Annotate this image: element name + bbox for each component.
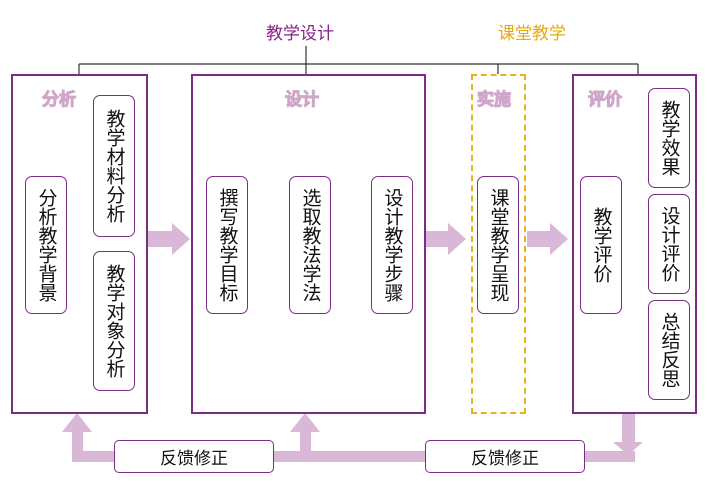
stage-implement-title: 实施 — [477, 90, 512, 111]
choose-methods-text: 选取教法学法 — [299, 188, 322, 302]
teaching-effect-box: 教学效果 — [648, 88, 690, 188]
classroom-presentation-text: 课堂教学呈现 — [487, 188, 510, 302]
material-analysis-text: 教学材料分析 — [103, 109, 126, 223]
learner-analysis-box: 教学对象分析 — [93, 251, 135, 391]
feedback-right-text: 反馈修正 — [471, 449, 539, 469]
write-objectives-text: 撰写教学目标 — [216, 188, 239, 302]
arrow-analysis-to-design — [148, 223, 190, 255]
material-analysis-box: 教学材料分析 — [93, 95, 135, 237]
teaching-effect-text: 教学效果 — [658, 100, 681, 176]
teaching-evaluation-text: 教学评价 — [590, 207, 613, 283]
feedback-up-arrow-mid — [290, 413, 320, 432]
analyze-background-box: 分析教学背景 — [25, 176, 67, 314]
classroom-presentation-box: 课堂教学呈现 — [477, 176, 519, 314]
analyze-background-text: 分析教学背景 — [35, 188, 58, 302]
stage-analysis-title: 分析 — [42, 90, 77, 111]
feedback-left-text: 反馈修正 — [160, 449, 228, 469]
feedback-loop — [62, 413, 643, 462]
summary-reflection-text: 总结反思 — [658, 312, 681, 388]
classroom-teaching-label: 课堂教学 — [498, 24, 566, 44]
top-bracket — [78, 46, 639, 74]
stage-evaluate-title: 评价 — [588, 90, 623, 111]
summary-reflection-box: 总结反思 — [648, 300, 690, 400]
arrow-implement-to-evaluate — [527, 223, 568, 255]
learner-analysis-text: 教学对象分析 — [103, 264, 126, 378]
design-steps-box: 设计教学步骤 — [371, 176, 413, 314]
design-evaluation-text: 设计评价 — [658, 206, 681, 282]
design-steps-text: 设计教学步骤 — [381, 188, 404, 302]
feedback-down-arrow-right — [613, 442, 643, 455]
feedback-up-arrow-left — [62, 413, 92, 432]
choose-methods-box: 选取教法学法 — [289, 176, 331, 314]
design-evaluation-box: 设计评价 — [648, 194, 690, 294]
write-objectives-box: 撰写教学目标 — [206, 176, 248, 314]
teaching-evaluation-box: 教学评价 — [580, 176, 622, 314]
stage-design-title: 设计 — [285, 90, 320, 111]
feedback-left-box: 反馈修正 — [114, 440, 274, 473]
feedback-right-box: 反馈修正 — [425, 440, 585, 473]
arrow-design-to-implement — [426, 223, 466, 255]
teaching-design-label: 教学设计 — [266, 24, 334, 44]
